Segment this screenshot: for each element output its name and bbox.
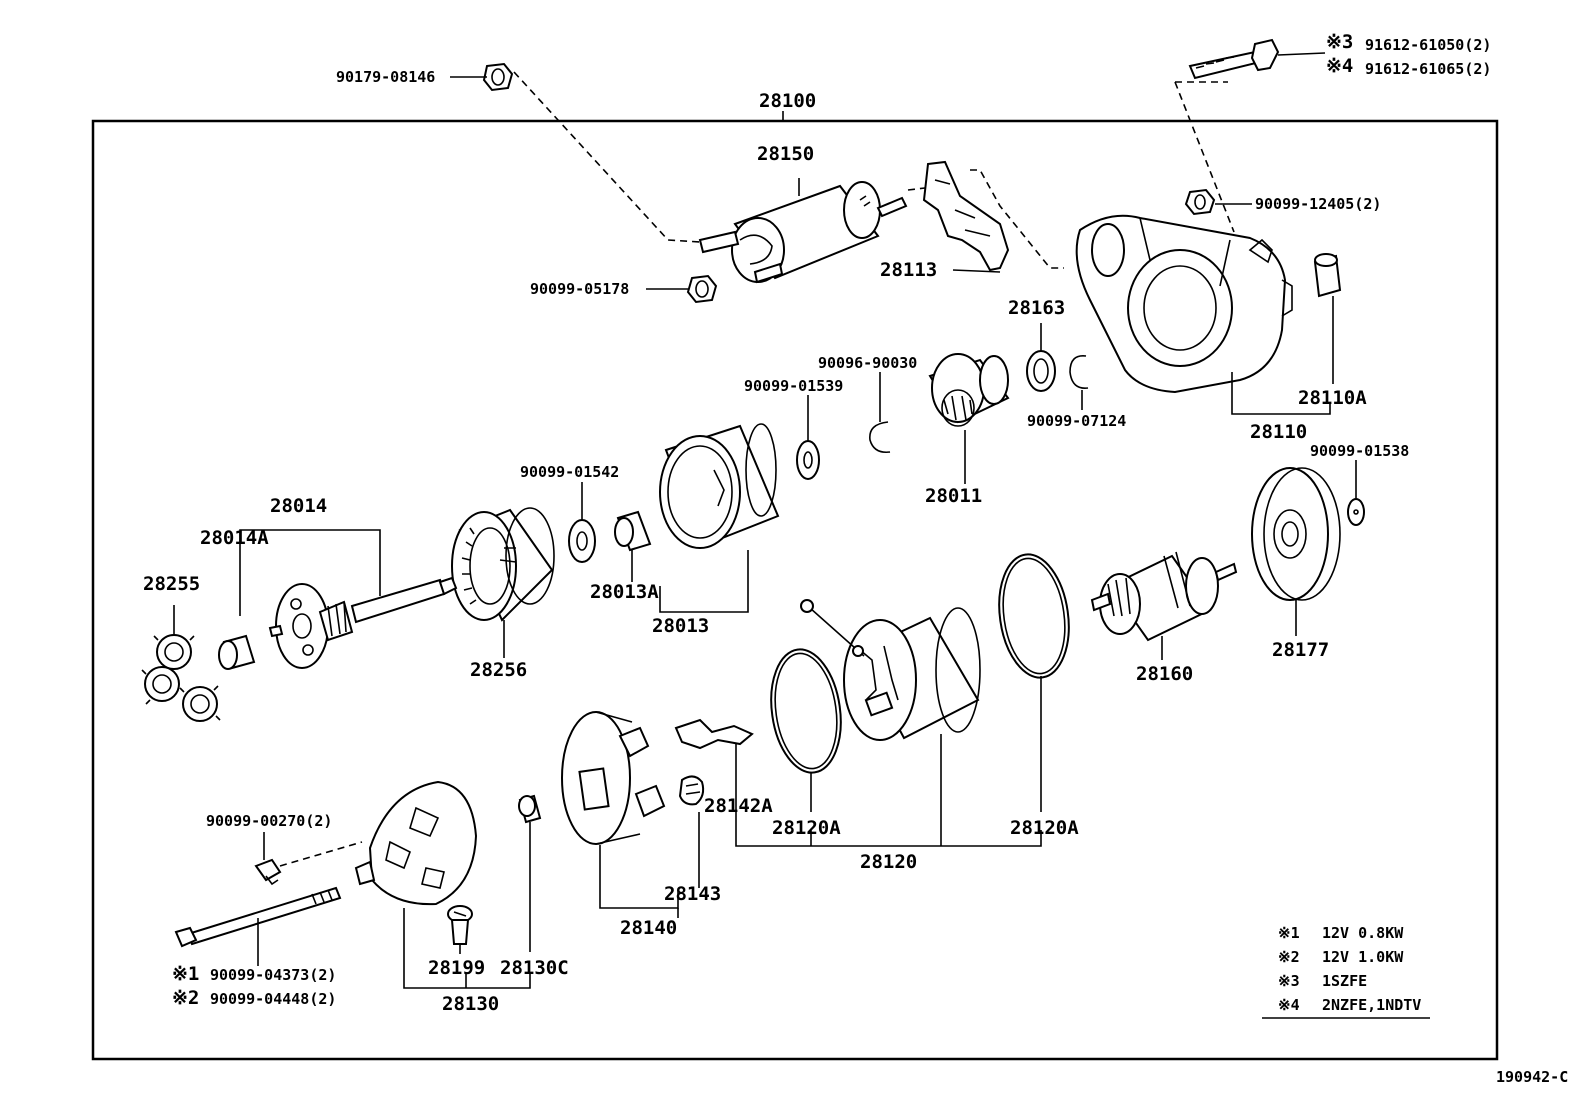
legend-text-4: 2NZFE,1NDTV [1322, 996, 1421, 1014]
solenoid-switch-icon [698, 181, 908, 284]
washer-icon [1347, 498, 1365, 526]
legend-mark-2: ※2 [1278, 948, 1300, 966]
part-number-28255: 28255 [143, 573, 200, 595]
part-number-90099-00270: 90099-00270(2) [206, 812, 332, 830]
part-number-90099-12405: 90099-12405(2) [1255, 195, 1381, 213]
screw-icon [254, 858, 282, 886]
through-bolt-icon [174, 886, 342, 948]
end-plate-icon [1251, 467, 1341, 601]
washer-icon [796, 440, 820, 480]
internal-gear-icon [451, 507, 555, 622]
part-number-28120A-left: 28120A [772, 817, 841, 839]
brush-spring-icon [678, 775, 705, 806]
figure-code: 190942-C [1496, 1068, 1568, 1086]
clutch-cover-icon [659, 423, 780, 549]
part-number-28110A: 28110A [1298, 387, 1367, 409]
legend-mark-3: ※3 [1278, 972, 1300, 990]
nut-icon [482, 62, 514, 92]
part-number-28014A: 28014A [200, 527, 269, 549]
bolt-note-number-1: 90099-04373(2) [210, 966, 336, 984]
part-number-28177: 28177 [1272, 639, 1329, 661]
part-number-28120A-right: 28120A [1010, 817, 1079, 839]
part-number-28143: 28143 [664, 883, 721, 905]
part-number-28142A: 28142A [704, 795, 773, 817]
part-number-28163: 28163 [1008, 297, 1065, 319]
legend-mark-4: ※4 [1278, 996, 1300, 1014]
legend-text-1: 12V 0.8KW [1322, 924, 1404, 942]
plug-icon [447, 905, 473, 945]
part-number-28130C: 28130C [500, 957, 569, 979]
bushing-icon [518, 794, 542, 824]
starter-clutch-icon [928, 353, 1010, 427]
brush-holder-icon [561, 711, 666, 845]
part-number-28013A: 28013A [590, 581, 659, 603]
snap-clip-icon [869, 421, 891, 454]
legend-text-2: 12V 1.0KW [1322, 948, 1404, 966]
o-ring-icon [998, 553, 1070, 679]
brush-spring-icon [674, 718, 754, 750]
part-number-28100: 28100 [759, 90, 816, 112]
part-number-90179-08146: 90179-08146 [336, 68, 435, 86]
nut-icon [1184, 188, 1216, 216]
part-number-28011: 28011 [925, 485, 982, 507]
part-number-90099-05178: 90099-05178 [530, 280, 629, 298]
bushing-icon [218, 634, 256, 670]
bolt-note-number-3: 91612-61050(2) [1365, 36, 1491, 54]
part-number-90099-01542: 90099-01542 [520, 463, 619, 481]
legend-mark-1: ※1 [1278, 924, 1300, 942]
planetary-gear-icon [141, 634, 221, 722]
part-number-28199: 28199 [428, 957, 485, 979]
washer-icon [568, 519, 596, 563]
bolt-note-mark-2: ※2 [172, 987, 199, 1009]
part-number-28130: 28130 [442, 993, 499, 1015]
bolt-note-mark-1: ※1 [172, 963, 199, 985]
armature-icon [1090, 551, 1238, 642]
drive-lever-icon [907, 160, 1064, 272]
part-number-90099-01538: 90099-01538 [1310, 442, 1409, 460]
planetary-shaft-icon [268, 576, 458, 669]
bolt-note-mark-3: ※3 [1326, 31, 1353, 53]
bolt-icon [1188, 38, 1280, 80]
part-number-28150: 28150 [757, 143, 814, 165]
part-number-90099-07124: 90099-07124 [1027, 412, 1126, 430]
part-number-28160: 28160 [1136, 663, 1193, 685]
part-number-28110: 28110 [1250, 421, 1307, 443]
part-number-28013: 28013 [652, 615, 709, 637]
bushing-icon [614, 510, 652, 552]
yoke-assembly-icon [800, 599, 981, 741]
legend: ※1 12V 0.8KW ※2 12V 1.0KW ※3 1SZFE ※4 2N… [1262, 924, 1430, 1019]
part-number-28014: 28014 [270, 495, 327, 517]
legend-text-3: 1SZFE [1322, 972, 1367, 990]
part-number-90096-90030: 90096-90030 [818, 354, 917, 372]
part-number-28113: 28113 [880, 259, 937, 281]
end-frame-icon [354, 780, 478, 906]
o-ring-icon [770, 648, 842, 774]
part-number-28140: 28140 [620, 917, 677, 939]
assembly-frame [91, 119, 1499, 1061]
bearing-ring-icon [1026, 350, 1056, 392]
bolt-note-number-4: 91612-61065(2) [1365, 60, 1491, 78]
part-number-90099-01539: 90099-01539 [744, 377, 843, 395]
bushing-icon [1313, 253, 1342, 298]
drive-housing-icon [1075, 214, 1293, 394]
part-number-28120: 28120 [860, 851, 917, 873]
part-number-28256: 28256 [470, 659, 527, 681]
bolt-note-mark-4: ※4 [1326, 55, 1353, 77]
snap-ring-icon [1069, 355, 1089, 389]
nut-icon [686, 274, 718, 304]
bolt-note-number-2: 90099-04448(2) [210, 990, 336, 1008]
